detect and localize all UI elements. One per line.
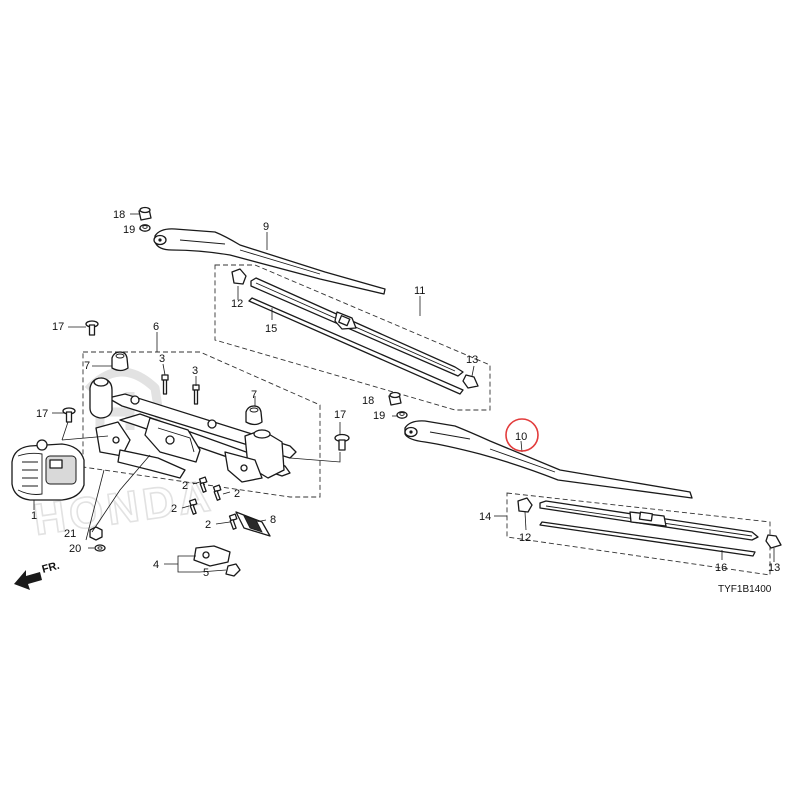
callout-21: 21 (64, 528, 76, 540)
screw-2-c (188, 498, 198, 515)
bracket-4 (193, 545, 231, 567)
diagram-code: TYF1B1400 (718, 584, 772, 595)
frame-blade-assembly-upper (214, 264, 491, 411)
callout-3-left: 3 (159, 353, 165, 365)
callout-15: 15 (265, 323, 277, 335)
nut-21 (89, 526, 103, 541)
screw-2-d (228, 513, 238, 530)
flange-nut-19-upper (139, 224, 151, 232)
callout-12-lower: 12 (519, 532, 531, 544)
callout-2-b: 2 (234, 488, 240, 500)
highlight-ring (505, 418, 539, 452)
bolt-3-left (161, 374, 169, 395)
callout-17-right: 17 (334, 409, 346, 421)
callout-5: 5 (203, 567, 209, 579)
wiper-arm-upper (153, 228, 386, 295)
callout-18-upper: 18 (113, 209, 125, 221)
end-cap-13-upper (462, 374, 479, 389)
flange-nut-19-lower (396, 411, 408, 419)
wiper-linkage (89, 377, 297, 483)
grommet-7-right (245, 405, 263, 426)
callout-12-upper: 12 (231, 298, 243, 310)
bolt-17-right (334, 433, 350, 451)
wiper-motor (11, 439, 85, 501)
callout-2-a: 2 (182, 480, 188, 492)
end-cap-13-lower (765, 534, 782, 549)
screw-2-a (198, 476, 208, 493)
callout-4: 4 (153, 559, 159, 571)
nut-5 (225, 563, 241, 577)
screw-2-b (212, 484, 222, 501)
callout-13-lower: 13 (768, 562, 780, 574)
bolt-17-left (62, 407, 76, 423)
front-direction-indicator: FR. (14, 560, 61, 590)
nut-cap-18-lower (388, 391, 402, 406)
callout-3-right: 3 (192, 365, 198, 377)
end-cap-12-lower (517, 497, 533, 513)
bolt-3-right (192, 384, 200, 405)
callout-10: 10 (515, 431, 527, 443)
callout-labels: 18 19 9 11 12 15 13 6 17 7 3 3 7 17 17 1… (31, 209, 780, 579)
callout-2-c: 2 (171, 503, 177, 515)
nut-cap-18-upper (138, 206, 152, 221)
washer-20 (94, 544, 106, 552)
blade-rubber-15-upper (248, 297, 464, 395)
callout-16: 16 (715, 562, 727, 574)
callout-7-right: 7 (251, 389, 257, 401)
callout-1: 1 (31, 510, 37, 522)
callout-7-left: 7 (84, 360, 90, 372)
grommet-7-left (111, 351, 129, 372)
end-cap-12-upper (231, 268, 247, 285)
clip-8 (235, 511, 271, 537)
blade-rubber-16-lower (539, 521, 756, 557)
callout-14: 14 (479, 511, 491, 523)
callout-11: 11 (414, 285, 425, 297)
callout-9: 9 (263, 221, 269, 233)
callout-13-upper: 13 (466, 354, 478, 366)
wiper-arm-lower (404, 420, 693, 499)
arrow-left-icon (14, 570, 42, 590)
callout-2-d: 2 (205, 519, 211, 531)
callout-19-upper: 19 (123, 224, 135, 236)
wiper-blade-upper (250, 277, 464, 377)
frame-blade-assembly-lower (506, 492, 771, 576)
callout-19-lower: 19 (373, 410, 385, 422)
callout-18-lower: 18 (362, 395, 374, 407)
callout-17-top: 17 (52, 321, 64, 333)
callout-8: 8 (270, 514, 276, 526)
callout-6: 6 (153, 321, 159, 333)
front-direction-label: FR. (41, 560, 61, 576)
callout-17-left: 17 (36, 408, 48, 420)
leader-lines (33, 213, 775, 573)
bolt-17-top (85, 320, 99, 336)
callout-20: 20 (69, 543, 81, 555)
wiper-blade-lower (539, 500, 759, 541)
